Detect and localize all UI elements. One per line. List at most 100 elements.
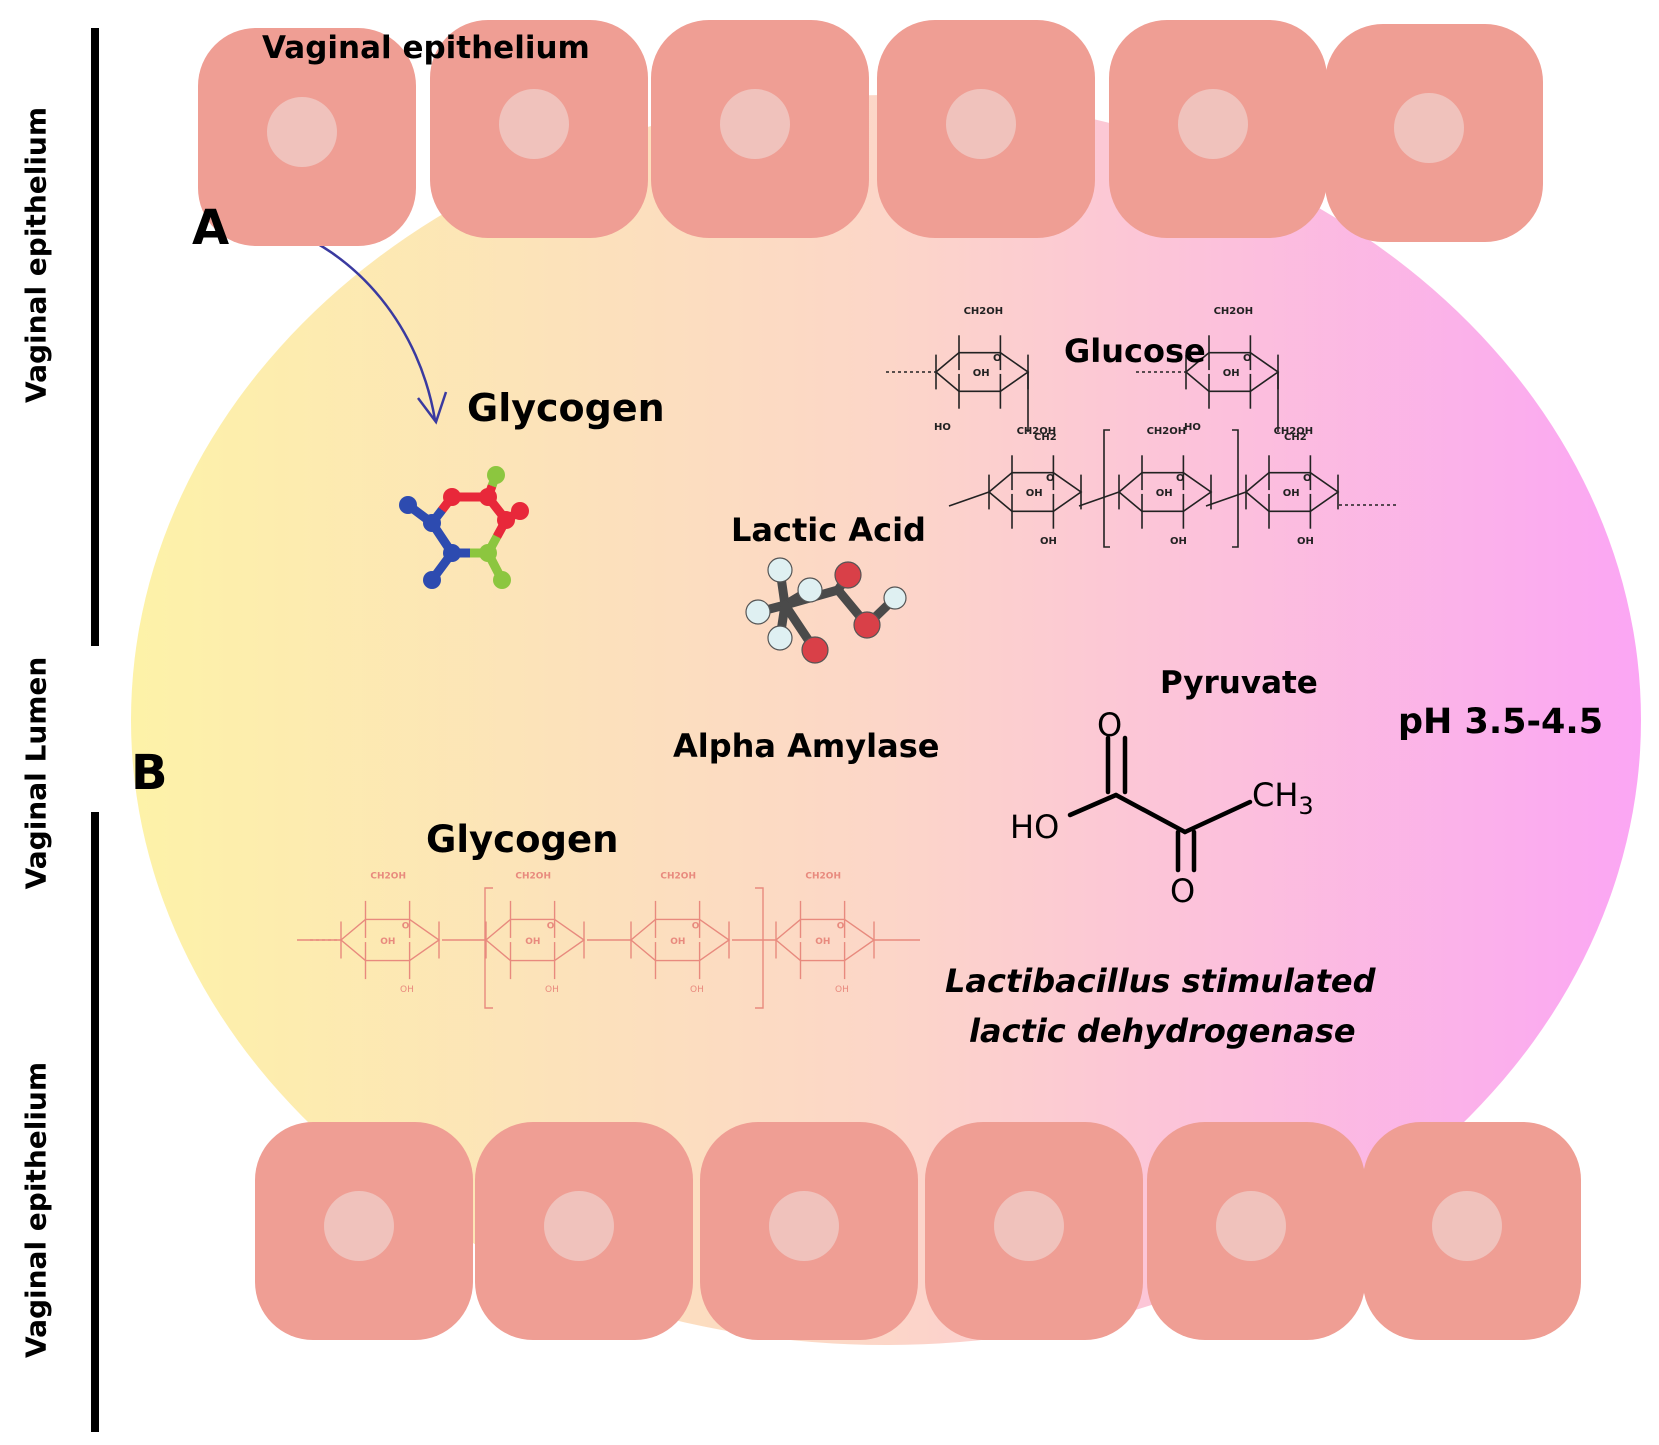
side-label-lumen: Vaginal Lumen (19, 656, 53, 890)
ring-label: OH (545, 985, 559, 995)
glycogen-atom (497, 511, 515, 529)
marker-b: B (131, 745, 168, 801)
ring-label: CH2OH (660, 871, 696, 881)
cell-nucleus (544, 1191, 614, 1261)
pyruvate-methyl: CH3 (1252, 776, 1314, 820)
epithelial-cell-bottom (925, 1122, 1143, 1340)
ring-label: OH (1026, 488, 1043, 499)
pyruvate-oxygen-bottom: O (1170, 872, 1195, 910)
ring-label: CH2 (1284, 432, 1307, 443)
ring-label: HO (1184, 422, 1201, 433)
glycosidic-link (948, 491, 990, 507)
label-top-epithelium: Vaginal epithelium (262, 30, 590, 66)
cell-nucleus (946, 89, 1016, 159)
lactic-atom (767, 557, 793, 583)
vaginal-lumen (131, 95, 1641, 1345)
repeat-bracket (755, 887, 764, 1009)
ring-label: CH2OH (1214, 306, 1254, 317)
repeat-bracket (1103, 429, 1110, 548)
ring-label: O (402, 921, 410, 931)
lactic-atom (883, 586, 907, 610)
label-glucose: Glucose (1064, 332, 1206, 370)
glycosidic-link (1205, 491, 1247, 507)
ring-label: O (1243, 353, 1252, 364)
cell-nucleus (499, 89, 569, 159)
epithelial-cell-top (877, 20, 1095, 238)
repeat-bracket (484, 887, 493, 1009)
glucose-structure: CH2OHOHOHOCH2CH2OHOHOHOCH2CH2OHOHOOHCH2O… (886, 306, 1396, 548)
ring-label: CH2OH (515, 871, 551, 881)
bond-hydroxyl (1067, 792, 1119, 818)
pyruvate-methyl-sub: 3 (1298, 792, 1313, 820)
ring-label: OH (1170, 536, 1187, 547)
cell-nucleus (720, 89, 790, 159)
epithelial-cell-top (430, 20, 648, 238)
ring-label: CH2OH (1017, 426, 1057, 437)
pyruvate-structure (1067, 735, 1253, 873)
epithelial-cell-top (1109, 20, 1327, 238)
epithelial-cell-top (198, 28, 416, 246)
glycogen-atom (511, 502, 529, 520)
ring-label: O (547, 921, 555, 931)
glycogen-atom (423, 514, 441, 532)
cell-nucleus (1216, 1191, 1286, 1261)
bond-methyl (1182, 799, 1253, 835)
ring-label: CH2OH (1147, 426, 1187, 437)
ring-label: CH2OH (805, 871, 841, 881)
ring-label: OH (380, 937, 395, 947)
ring-label: O (993, 353, 1002, 364)
epithelial-cell-bottom (475, 1122, 693, 1340)
side-label-epithelium-bottom: Vaginal epithelium (19, 1061, 53, 1359)
glycogen-atom (443, 544, 461, 562)
ring-label: O (837, 921, 845, 931)
ring-label: O (1176, 473, 1185, 484)
ring-label: O (1303, 473, 1312, 484)
epithelial-cell-bottom (1147, 1122, 1365, 1340)
ring-label: OH (1156, 488, 1173, 499)
label-ph: pH 3.5-4.5 (1398, 702, 1604, 742)
glycogen-atom (443, 488, 461, 506)
label-enzyme-line2: lactic dehydrogenase (969, 1012, 1356, 1050)
lactic-atom (853, 611, 881, 639)
ring-label: CH2OH (370, 871, 406, 881)
epithelial-cell-bottom (700, 1122, 918, 1340)
epithelial-cell-top (651, 20, 869, 238)
side-bar-bottom (91, 812, 99, 1432)
glycogen-atom (479, 544, 497, 562)
label-alpha-amylase: Alpha Amylase (673, 727, 940, 765)
label-lactic-acid: Lactic Acid (731, 511, 926, 549)
ring-label: HO (934, 422, 951, 433)
epithelial-cell-bottom (255, 1122, 473, 1340)
cell-nucleus (1178, 89, 1248, 159)
ring-label: OH (690, 985, 704, 995)
ring-label: O (1046, 473, 1055, 484)
cell-nucleus (994, 1191, 1064, 1261)
lactic-acid-molecule-icon (745, 557, 907, 664)
ring-label: CH2 (1034, 432, 1057, 443)
label-pyruvate: Pyruvate (1160, 665, 1318, 701)
label-glycogen-lower: Glycogen (426, 818, 619, 861)
label-glycogen-upper: Glycogen (467, 386, 665, 430)
arrow-head (417, 391, 448, 425)
pyruvate-hydroxyl: HO (1010, 808, 1059, 846)
ring-label: OH (973, 368, 990, 379)
epithelial-cell-top (1325, 24, 1543, 242)
lactic-atom (801, 636, 829, 664)
ring-label: OH (525, 937, 540, 947)
epithelial-cell-bottom (1363, 1122, 1581, 1340)
side-bar-top (91, 28, 99, 646)
ring-label: OH (835, 985, 849, 995)
glycogen-atom (399, 496, 417, 514)
glycogen-atom (487, 466, 505, 484)
ring-label: OH (815, 937, 830, 947)
lactic-atom (767, 625, 793, 651)
bond-central (1113, 792, 1188, 835)
side-label-epithelium-top: Vaginal epithelium (19, 106, 53, 404)
glycogen-atom (479, 488, 497, 506)
cell-nucleus (1394, 93, 1464, 163)
cell-nucleus (324, 1191, 394, 1261)
lactic-atom (797, 577, 823, 603)
glycosidic-link (1078, 491, 1120, 507)
